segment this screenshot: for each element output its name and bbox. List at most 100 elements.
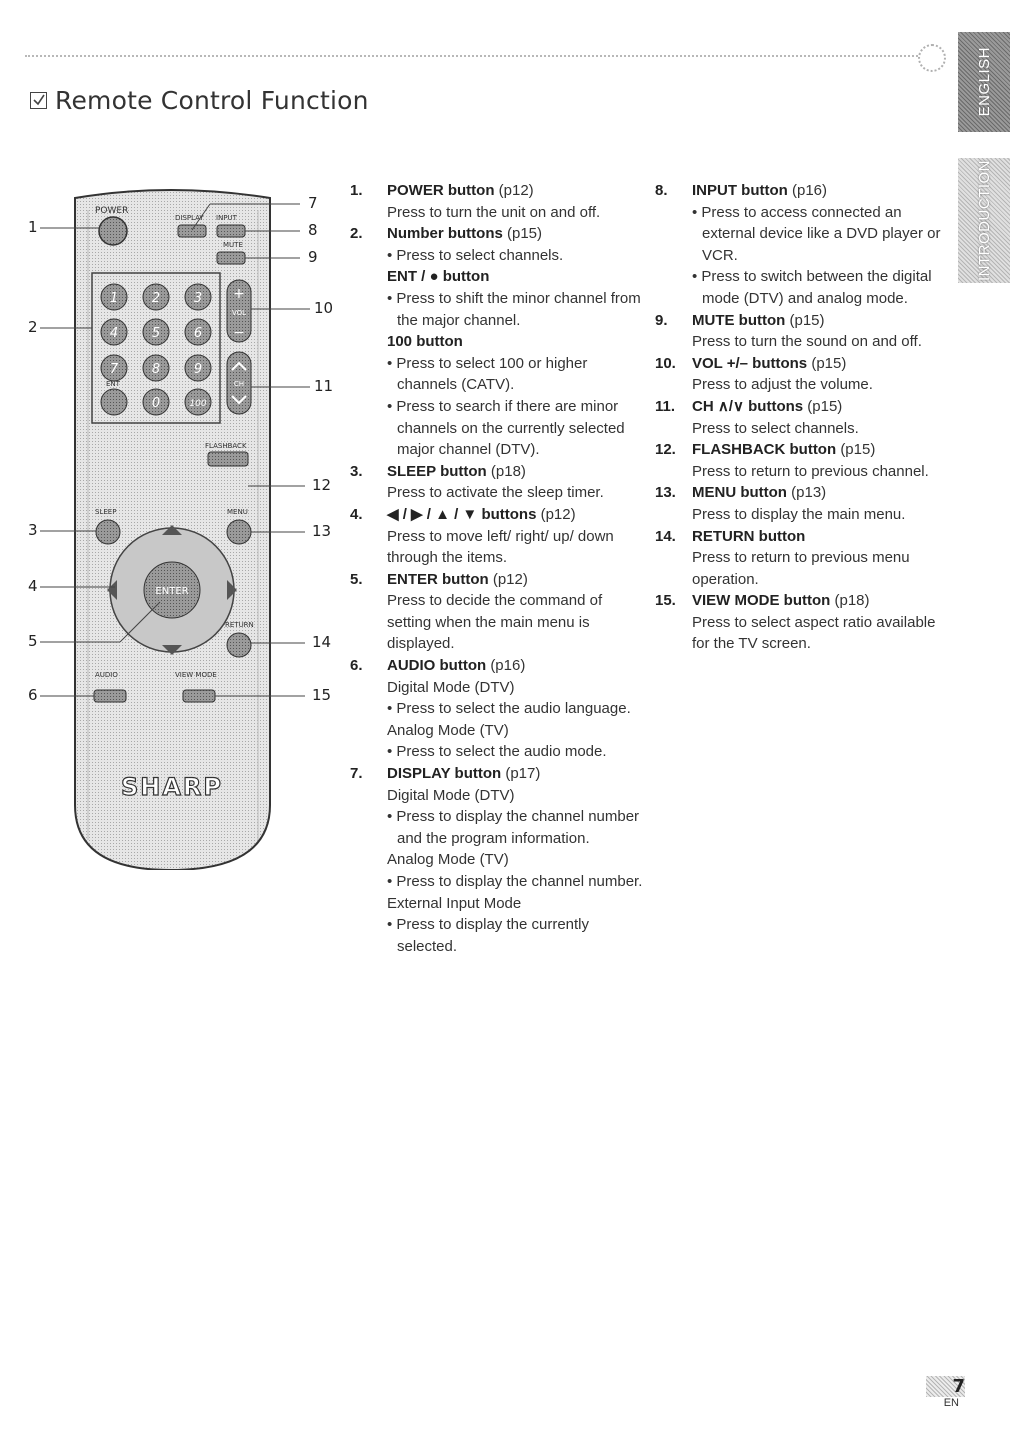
callout-3: 3 (28, 521, 38, 539)
function-number: 6. (350, 657, 363, 675)
digit-9-label: 9 (194, 362, 202, 377)
function-title: ENT / ● button (387, 268, 490, 286)
callout-11: 11 (314, 377, 334, 395)
digit-0-label: 0 (152, 396, 160, 411)
tab-english[interactable]: ENGLISH (958, 32, 1010, 132)
callout-14: 14 (312, 633, 332, 651)
function-page-ref: (p15) (807, 397, 843, 415)
callout-13: 13 (312, 522, 332, 540)
power-label: POWER (95, 206, 128, 216)
function-item: 3.SLEEP button (p18)Press to activate th… (350, 461, 650, 504)
function-title: ENTER button (387, 570, 489, 588)
function-title: Number buttons (387, 225, 503, 243)
function-item: ENT / ● button • Press to shift the mino… (350, 266, 650, 331)
vol-rocker-shape (226, 279, 252, 343)
function-item: 8.INPUT button (p16)• Press to access co… (655, 180, 955, 310)
flashback-label: FLASHBACK (205, 442, 247, 450)
digit-3-label: 3 (194, 291, 202, 306)
svg-text:−: − (233, 325, 245, 341)
audio-button-shape (93, 689, 127, 703)
callout-9: 9 (308, 248, 318, 266)
function-heading: ◀ / ▶ / ▲ / ▼ buttons (p12) (387, 504, 650, 526)
function-heading: RETURN button (692, 526, 955, 548)
function-page-ref: (p13) (791, 484, 827, 502)
mode-description: • Press to display the channel number. (387, 873, 643, 890)
digit-5-label: 5 (152, 326, 160, 341)
page-number: 7 (926, 1376, 965, 1397)
function-number: 1. (350, 182, 363, 199)
digit-4-label: 4 (110, 326, 118, 341)
function-heading: FLASHBACK button (p15) (692, 439, 955, 461)
function-title: INPUT button (692, 182, 788, 199)
function-page-ref: (p17) (505, 765, 541, 783)
function-item: 14. RETURN button Press to return to prev… (655, 526, 955, 591)
function-number: 5. (350, 570, 363, 588)
function-heading: POWER button (p12) (387, 180, 650, 202)
mode-title: Digital Mode (DTV) (387, 678, 515, 696)
function-page-ref: (p18) (490, 462, 526, 480)
digit-8-label: 8 (152, 362, 160, 377)
vol-label: VOL (232, 309, 246, 317)
function-page-ref: (p15) (789, 311, 825, 329)
function-description: Press to decide the command of setting w… (387, 592, 603, 653)
function-item: 10.VOL +/– buttons (p15)Press to adjust … (655, 353, 955, 396)
input-button-shape (216, 224, 246, 238)
function-number: 2. (350, 225, 363, 243)
sleep-button-shape (95, 519, 121, 545)
mode-title: Analog Mode (TV) (387, 851, 509, 869)
function-title: VOL +/– buttons (692, 354, 808, 372)
function-description: Press to activate the sleep timer. (387, 484, 604, 502)
function-title: POWER button (387, 182, 495, 199)
function-description: • Press to switch between the digital mo… (692, 268, 932, 307)
function-number: 14. (655, 527, 676, 545)
tab-introduction-label: INTRODUCTION (975, 160, 993, 281)
function-item: 13.MENU button (p13)Press to display the… (655, 482, 955, 525)
view-mode-label: VIEW MODE (175, 671, 217, 679)
function-heading: SLEEP button (p18) (387, 461, 650, 483)
header-rule (25, 55, 930, 57)
callout-15: 15 (312, 686, 332, 704)
function-heading: 100 button (387, 331, 650, 353)
menu-label: MENU (227, 508, 248, 516)
function-heading: ENTER button (p12) (387, 569, 650, 591)
functions-column-1: 1.POWER button (p12)Press to turn the un… (350, 180, 650, 957)
function-title: FLASHBACK button (692, 441, 837, 459)
flashback-button-shape (207, 451, 249, 467)
function-number: 12. (655, 441, 676, 459)
function-description: Press to display the main menu. (692, 505, 906, 523)
page-footer: 7 EN (915, 1376, 965, 1409)
mode-description: • Press to display the currently selecte… (387, 916, 590, 955)
function-heading: ENT / ● button (387, 266, 650, 288)
function-heading: DISPLAY button (p17) (387, 763, 650, 785)
function-description: • Press to select channels. (387, 246, 564, 264)
ent-label: ENT (106, 380, 121, 388)
function-page-ref: (p12) (492, 570, 528, 588)
function-heading: INPUT button (p16) (692, 180, 955, 202)
function-title: SLEEP button (387, 462, 487, 480)
checkbox-icon (30, 92, 47, 109)
function-item: 100 button • Press to select 100 or high… (350, 331, 650, 461)
function-title: DISPLAY button (387, 765, 502, 783)
function-page-ref: (p15) (840, 441, 876, 459)
mode-description: • Press to select the audio language. (387, 700, 631, 718)
function-title: AUDIO button (387, 657, 487, 675)
function-page-ref: (p12) (540, 505, 576, 523)
function-number: 9. (655, 311, 668, 329)
digit-1-label: 1 (110, 291, 118, 306)
function-page-ref: (p15) (507, 225, 543, 243)
function-number: 3. (350, 462, 363, 480)
tab-introduction[interactable]: INTRODUCTION (958, 158, 1010, 283)
function-item: 6.AUDIO button (p16)Digital Mode (DTV)• … (350, 655, 650, 763)
function-description: Press to return to previous menu operati… (692, 549, 910, 588)
callout-6: 6 (28, 686, 38, 704)
page-title: Remote Control Function (55, 86, 369, 115)
digit-7-label: 7 (110, 362, 119, 377)
function-title: RETURN button (692, 527, 806, 545)
callout-1: 1 (28, 218, 38, 236)
brand-logo: SHARP (121, 773, 223, 801)
mode-description: • Press to select the audio mode. (387, 743, 607, 761)
callout-10: 10 (314, 299, 334, 317)
function-description: • Press to select 100 or higher channels… (387, 354, 588, 394)
function-page-ref: (p16) (791, 182, 828, 199)
title-row: Remote Control Function (30, 86, 369, 115)
